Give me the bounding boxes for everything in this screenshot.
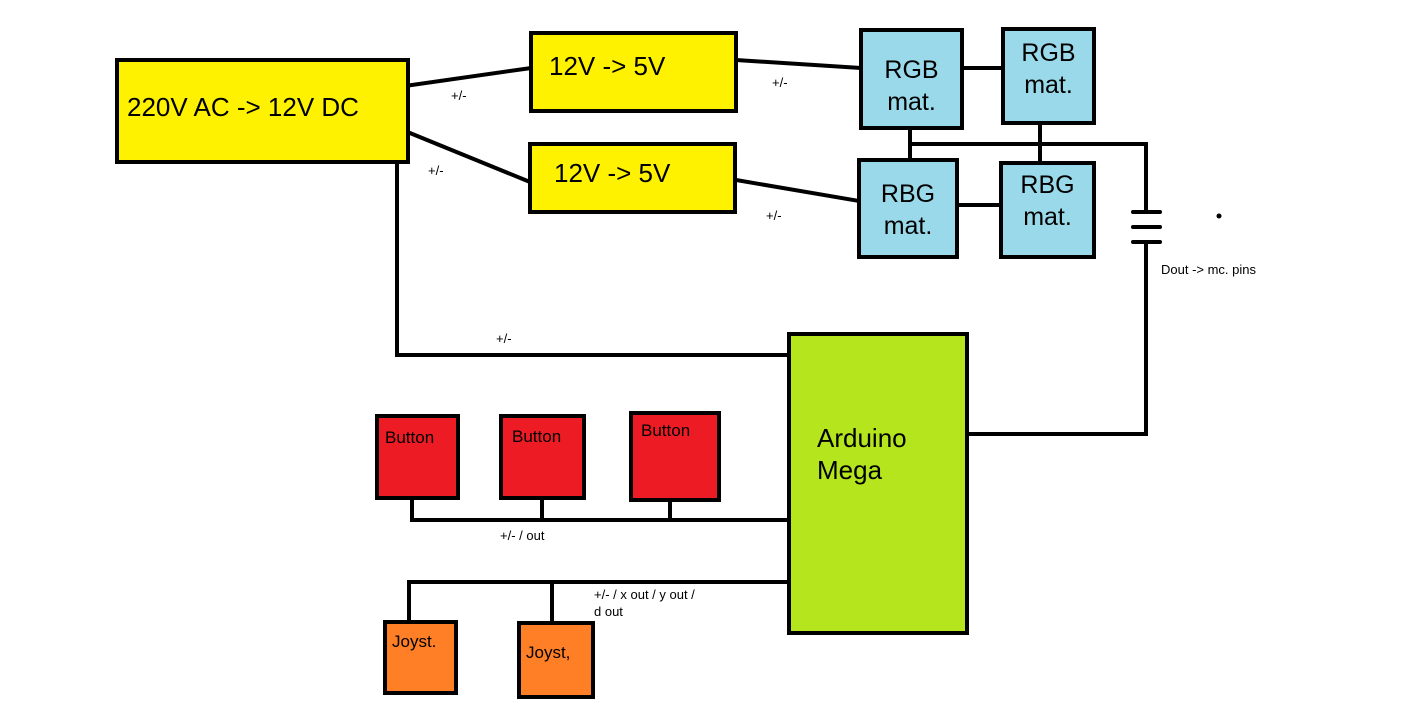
button-1-label: Button [385,428,435,447]
wire-label-joystick-bus-line2: d out [594,604,623,619]
wire-label-conv-top-matrix: +/- [772,75,788,90]
button-block-3: Button [629,411,721,502]
wire-psu-conv-bottom [402,128,533,185]
converter-bottom-block: 12V -> 5V [528,142,737,214]
button-2-label: Button [512,427,562,446]
converter-top-block: 12V -> 5V [529,31,738,113]
stray-dot [1216,213,1222,219]
button-block-2: Button [499,414,586,500]
wire-label-psu-conv-top: +/- [451,88,467,103]
power-supply-block: 220V AC -> 12V DC [115,58,410,164]
wire-label-buttons-bus: +/- / out [500,528,545,543]
wire-label-joystick-bus-line1: +/- / x out / y out / [594,587,695,602]
joystick-block-2: Joyst, [517,621,595,699]
button-block-1: Button [375,414,460,500]
joystick-block-1: Joyst. [383,620,458,695]
button-3-label: Button [641,421,691,440]
converter-top-label: 12V -> 5V [549,51,666,81]
wire-conv-bottom-matrix [733,177,862,204]
joystick-2-label: Joyst, [526,643,571,662]
wire-label-psu-conv-bottom: +/- [428,163,444,178]
wire-conv-top-matrix [733,57,864,71]
wire-label-dout: Dout -> mc. pins [1161,262,1257,277]
wire-psu-conv-top [402,65,534,89]
power-supply-label: 220V AC -> 12V DC [127,92,359,122]
converter-bottom-label: 12V -> 5V [554,158,671,188]
dout-bus-marks [1131,210,1162,244]
wire-label-psu-arduino: +/- [496,331,512,346]
wire-label-conv-bottom-matrix: +/- [766,208,782,223]
joystick-1-label: Joyst. [392,632,437,651]
